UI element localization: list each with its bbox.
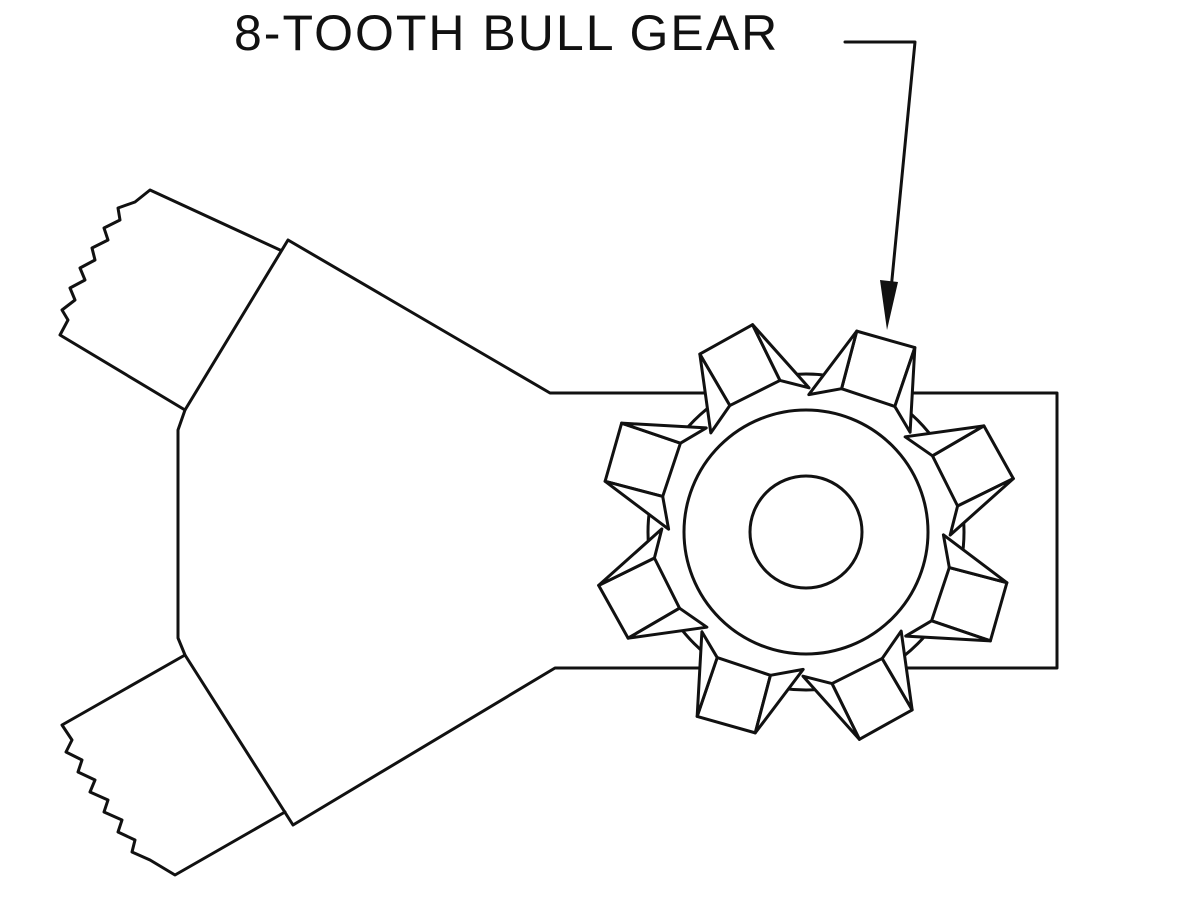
gear-tooth-facet	[948, 477, 1015, 537]
gear-tooth-facet	[695, 630, 719, 718]
upper-broken-arm	[58, 188, 282, 412]
gear-tooth-facet	[807, 329, 859, 397]
gear-hub-bore	[748, 474, 864, 590]
gear-callout-label: 8-TOOTH BULL GEAR	[234, 5, 780, 61]
gear-tooth-facet	[597, 527, 664, 587]
arrowhead-icon	[880, 280, 898, 330]
lower-broken-arm	[60, 653, 287, 877]
gear-tooth-facet	[620, 421, 708, 445]
gear-tooth-facet	[753, 667, 805, 735]
gear-tooth-facet	[880, 629, 914, 712]
leader-arrow	[843, 40, 917, 330]
gear-tooth-facet	[698, 352, 732, 435]
gear-tooth-facet	[626, 606, 709, 640]
gear-tooth-facet	[603, 479, 671, 531]
gear-tooth-facet	[904, 619, 992, 643]
gear-tooth-facet	[751, 323, 811, 390]
gear-tooth-facet	[903, 424, 986, 458]
gear-tooth-facet	[893, 346, 917, 434]
bull-gear	[597, 323, 1015, 741]
gear-tooth-facet	[941, 533, 1009, 585]
gear-tooth-facet	[801, 674, 861, 741]
